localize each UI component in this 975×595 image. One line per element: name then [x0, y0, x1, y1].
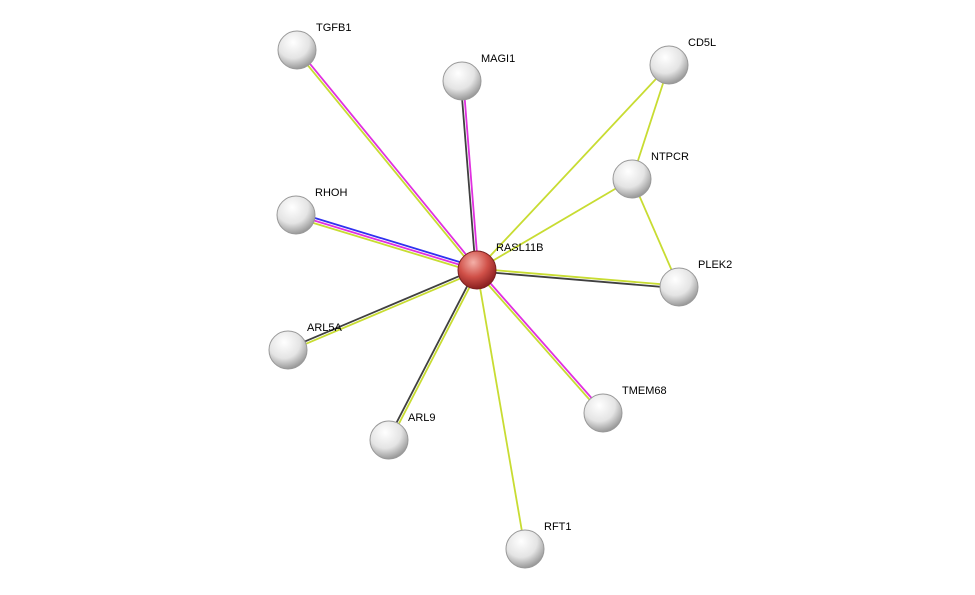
node-tgfb1[interactable] [277, 30, 317, 70]
node-arl9[interactable] [369, 420, 409, 460]
edge-rasl11b-arl5a-textmining[interactable] [288, 270, 478, 353]
edge-rasl11b-plek2-coexpression[interactable] [476, 270, 679, 290]
node-magi1[interactable] [442, 61, 482, 101]
node-rft1[interactable] [505, 529, 545, 569]
edge-rasl11b-tmem68-textmining[interactable] [475, 270, 603, 415]
node-label-rft1: RFT1 [544, 521, 572, 533]
edge-rasl11b-ntpcr-textmining[interactable] [476, 178, 633, 271]
node-label-tmem68: TMEM68 [622, 385, 667, 397]
node-cd5l[interactable] [649, 45, 689, 85]
edge-ntpcr-plek2-textmining[interactable] [631, 178, 680, 288]
node-label-rhoh: RHOH [315, 187, 348, 199]
edge-rasl11b-magi1-experiments[interactable] [462, 80, 480, 270]
edge-rasl11b-plek2-textmining[interactable] [477, 267, 680, 287]
node-label-rasl11b: RASL11B [496, 242, 544, 254]
node-rasl11b[interactable] [457, 250, 497, 290]
edge-rasl11b-rhoh-textmining[interactable] [294, 216, 477, 274]
edge-rasl11b-magi1-coexpression[interactable] [459, 81, 477, 271]
node-ntpcr[interactable] [612, 159, 652, 199]
edge-rasl11b-cd5l-textmining[interactable] [476, 64, 670, 271]
edge-rasl11b-rft1-textmining[interactable] [476, 269, 526, 550]
node-label-ntpcr: NTPCR [651, 151, 689, 163]
node-label-arl9: ARL9 [408, 412, 436, 424]
node-plek2[interactable] [659, 267, 699, 307]
node-arl5a[interactable] [268, 330, 308, 370]
edge-rasl11b-arl9-textmining[interactable] [389, 270, 479, 442]
node-label-magi1: MAGI1 [481, 53, 516, 65]
node-label-cd5l: CD5L [688, 37, 717, 49]
edge-rasl11b-tmem68-experiments[interactable] [477, 268, 605, 413]
edge-rasl11b-tgfb1-experiments[interactable] [297, 48, 479, 270]
edge-rasl11b-arl5a-coexpression[interactable] [287, 267, 477, 350]
edge-rasl11b-rhoh-homology[interactable] [296, 211, 479, 269]
edge-rasl11b-tgfb1-textmining[interactable] [295, 50, 477, 272]
edge-rasl11b-rhoh-experiments[interactable] [295, 214, 478, 271]
node-label-arl5a: ARL5A [307, 322, 342, 334]
edge-cd5l-ntpcr-textmining[interactable] [631, 64, 670, 180]
node-tmem68[interactable] [583, 393, 623, 433]
edge-rasl11b-arl9-coexpression[interactable] [387, 268, 477, 440]
node-rhoh[interactable] [276, 195, 316, 235]
node-label-tgfb1: TGFB1 [316, 22, 352, 34]
node-label-plek2: PLEK2 [698, 259, 733, 271]
